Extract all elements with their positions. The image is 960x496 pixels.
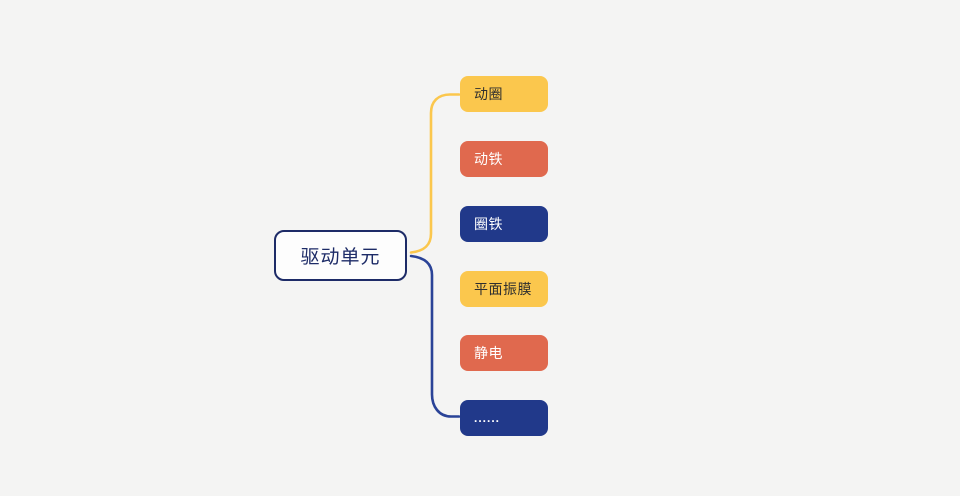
child-node-5[interactable]: 静电 [460, 335, 548, 371]
child-node-1[interactable]: 动圈 [460, 76, 548, 112]
root-node-label: 驱动单元 [300, 247, 381, 268]
branch-curve-top-yellow [409, 93, 461, 254]
root-node[interactable]: 驱动单元 [274, 230, 407, 281]
child-node-label: 静电 [474, 345, 503, 361]
branch-curve-bottom-blue [409, 254, 461, 418]
child-node-4[interactable]: 平面振膜 [460, 271, 548, 307]
child-node-label: 平面振膜 [474, 281, 532, 297]
child-node-3[interactable]: 圈铁 [460, 206, 548, 242]
child-node-6[interactable]: ...... [460, 400, 548, 436]
child-node-label: 动铁 [474, 151, 503, 167]
child-node-label: ...... [474, 411, 501, 425]
child-node-label: 动圈 [474, 86, 503, 102]
child-node-2[interactable]: 动铁 [460, 141, 548, 177]
child-node-label: 圈铁 [474, 216, 503, 232]
